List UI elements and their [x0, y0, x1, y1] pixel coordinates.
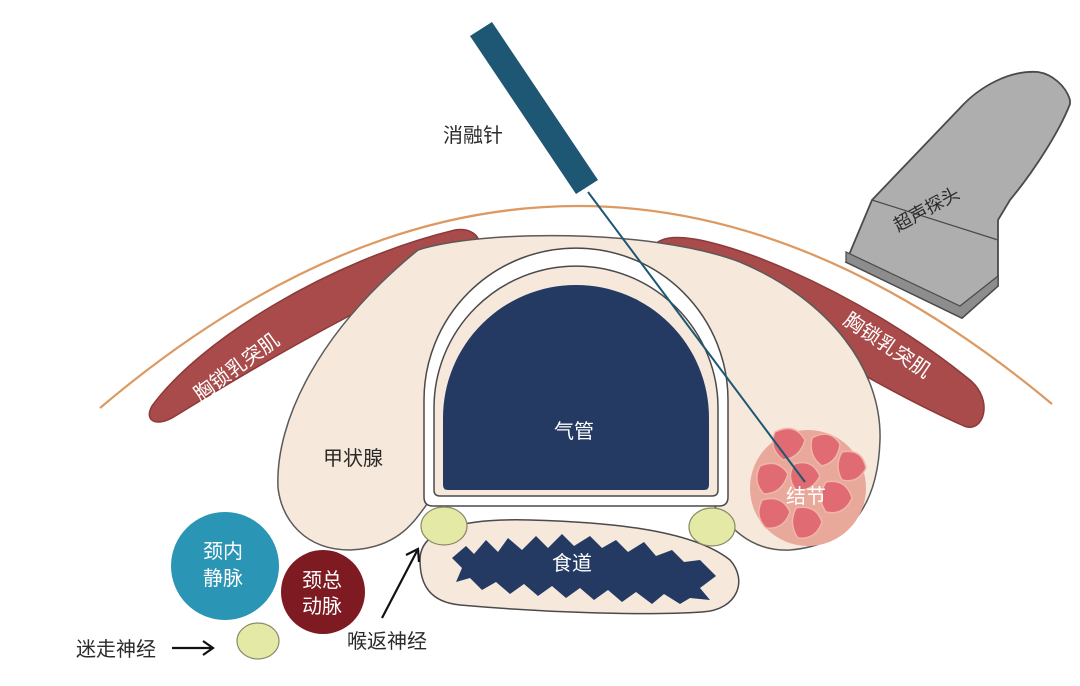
esophagus-lumen: [452, 534, 716, 604]
trachea: [443, 285, 709, 490]
recurrent-arrow: [381, 547, 421, 619]
needle-handle: [470, 22, 598, 194]
vagus-arrow: [172, 640, 215, 656]
vagus-label: 迷走神经: [76, 637, 156, 661]
carotid-label-line1: 颈总: [302, 568, 342, 592]
jugular-label-line1: 颈内: [203, 539, 243, 563]
common-carotid-artery: [281, 550, 365, 634]
ultrasound-probe: [844, 71, 1071, 320]
vagus-nerve: [236, 622, 280, 660]
needle-shaft: [587, 191, 806, 483]
recurrent-nerve-left: [420, 506, 468, 546]
nodule-label: 结节: [786, 484, 826, 508]
nodule: [750, 427, 867, 546]
recurrent-label: 喉返神经: [347, 629, 427, 653]
internal-jugular-vein: [171, 512, 279, 620]
jugular-label-line2: 静脉: [203, 566, 243, 590]
needle-label: 消融针: [443, 123, 503, 147]
recurrent-nerve-right: [688, 507, 736, 547]
thyroid-label: 甲状腺: [323, 446, 383, 470]
carotid-label-line2: 动脉: [302, 594, 342, 618]
trachea-label: 气管: [554, 419, 594, 443]
skin-line: [99, 204, 1053, 409]
esophagus-label: 食道: [552, 551, 592, 575]
